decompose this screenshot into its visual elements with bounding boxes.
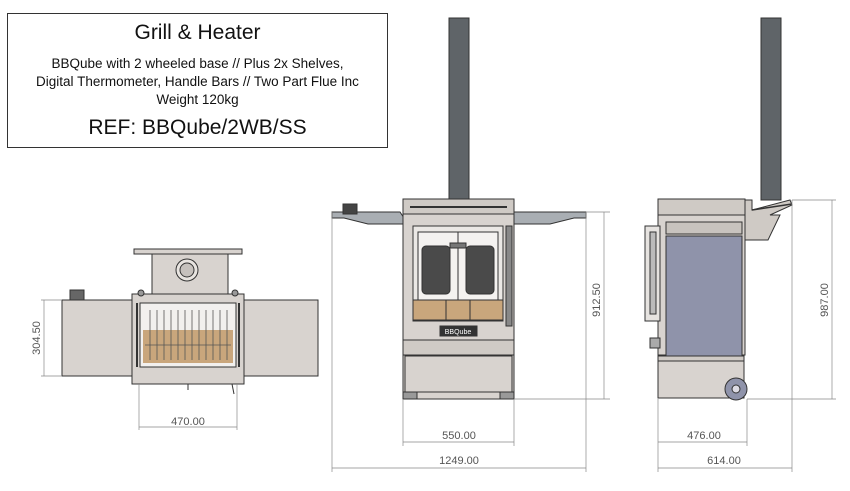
front-handle-bar	[505, 225, 513, 327]
front-grille-right	[465, 245, 495, 295]
description-line-2: Digital Thermometer, Handle Bars // Two …	[36, 74, 359, 89]
front-grille-left	[421, 245, 451, 295]
front-view-dimensions	[331, 211, 610, 472]
front-base	[404, 355, 513, 393]
front-wood-store	[412, 299, 504, 321]
top-view-dimensions	[41, 299, 238, 430]
front-left-shelf	[331, 211, 405, 225]
front-right-shelf	[513, 211, 587, 225]
drawing-title: Grill & Heater	[134, 21, 261, 44]
front-flue-pipe	[448, 17, 470, 200]
top-view-right-shelf	[242, 299, 319, 377]
reference-code: REF: BBQube/2WB/SS	[88, 116, 307, 139]
side-flue-pipe	[760, 17, 782, 201]
top-view-wood	[143, 330, 233, 363]
front-base-drawer	[402, 339, 515, 356]
side-shelf-handle	[744, 199, 793, 241]
side-top-cap	[657, 198, 746, 216]
dim-front-total-width: 1249.00	[439, 455, 479, 467]
top-view-grill-bars	[145, 310, 231, 360]
brand-plate	[439, 325, 478, 337]
title-block: Grill & Heater BBQube with 2 wheeled bas…	[7, 13, 388, 148]
weight-line: Weight 120kg	[156, 92, 239, 107]
description-line-1: BBQube with 2 wheeled base // Plus 2x Sh…	[51, 56, 344, 71]
dim-top-depth: 304.50	[31, 321, 43, 355]
side-panel	[665, 235, 743, 359]
top-view-left-shelf	[61, 299, 133, 377]
dim-side-body-depth: 476.00	[687, 430, 721, 442]
thermometer-top	[69, 289, 85, 301]
side-view	[644, 17, 793, 401]
top-view	[61, 248, 319, 395]
dim-front-body-width: 550.00	[442, 430, 476, 442]
front-view	[331, 17, 587, 400]
dim-front-height: 912.50	[591, 283, 603, 317]
dim-side-total-depth: 614.00	[707, 455, 741, 467]
brand-plate-text: BBQube	[445, 329, 472, 336]
side-view-dimensions	[657, 199, 836, 472]
digital-thermometer	[342, 203, 358, 215]
dim-top-width: 470.00	[171, 416, 205, 428]
dim-side-height: 987.00	[819, 283, 831, 317]
top-view-flue-plate	[133, 248, 243, 255]
